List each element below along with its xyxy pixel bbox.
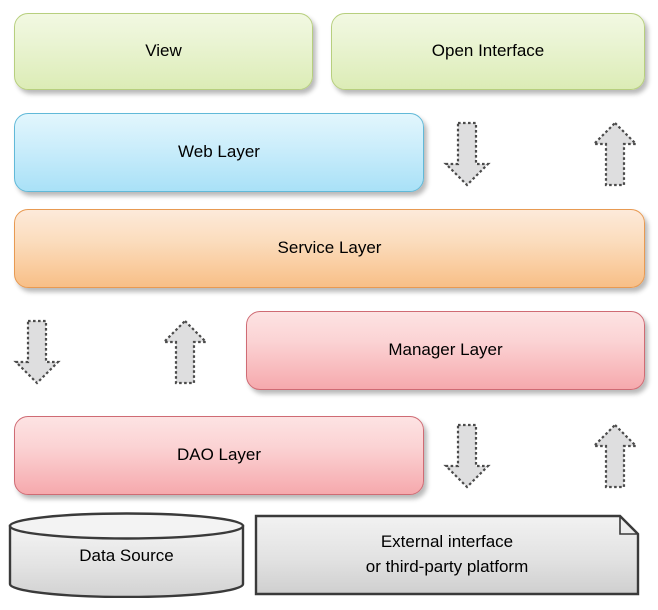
arrow-up-icon-dao-to-service	[161, 318, 209, 386]
arrow-up-icon-service-to-open-interface	[591, 120, 639, 188]
node-service-layer[interactable]: Service Layer	[14, 209, 645, 288]
node-manager-layer[interactable]: Manager Layer	[246, 311, 645, 390]
node-view[interactable]: View	[14, 13, 313, 90]
node-external-interface[interactable]	[254, 514, 640, 596]
node-web-layer-label: Web Layer	[178, 142, 260, 162]
node-dao-layer[interactable]: DAO Layer	[14, 416, 424, 495]
arrow-down-icon-service-to-dao	[13, 318, 61, 386]
node-open-interface[interactable]: Open Interface	[331, 13, 645, 90]
arrow-down-icon-dao-to-data-source	[443, 422, 491, 490]
node-dao-layer-label: DAO Layer	[176, 445, 262, 465]
node-data-source[interactable]	[8, 512, 245, 598]
arrow-down-icon-web-to-service	[443, 120, 491, 188]
arrow-up-icon-external-to-manager	[591, 422, 639, 490]
node-open-interface-label: Open Interface	[431, 41, 545, 61]
node-manager-layer-label: Manager Layer	[388, 340, 503, 360]
node-view-label: View	[145, 41, 182, 61]
node-service-layer-label: Service Layer	[277, 238, 382, 258]
node-web-layer[interactable]: Web Layer	[14, 113, 424, 192]
